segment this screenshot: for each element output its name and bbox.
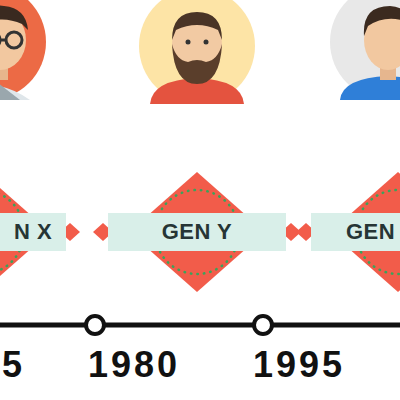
avatar-gen-x bbox=[0, 0, 46, 100]
generation-ribbon: GEN bbox=[311, 213, 400, 251]
generation-name: N X bbox=[14, 219, 52, 245]
badge-diamond-right bbox=[296, 172, 400, 292]
year-label: 1995 bbox=[253, 347, 345, 383]
generation-name: GEN bbox=[346, 219, 395, 245]
avatar-gen-y bbox=[139, 0, 255, 104]
timeline-marker bbox=[86, 316, 104, 334]
badge-diamond-middle bbox=[93, 172, 301, 292]
year-label: 1980 bbox=[88, 347, 180, 383]
timeline-marker bbox=[254, 316, 272, 334]
generation-ribbon: GEN Y bbox=[108, 213, 286, 251]
year-label: 5 bbox=[2, 347, 25, 383]
generation-ribbon: N X bbox=[0, 213, 66, 251]
generation-name: GEN Y bbox=[162, 219, 233, 245]
avatar-gen-z bbox=[330, 0, 400, 100]
badge-diamond-left bbox=[0, 172, 80, 292]
timeline-axis bbox=[0, 323, 400, 328]
